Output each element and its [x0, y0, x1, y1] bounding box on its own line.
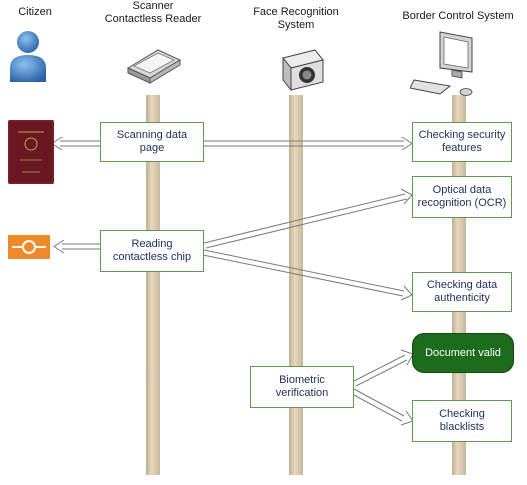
actor-label-scanner: Scanner Contactless Reader	[104, 0, 202, 25]
actor-label-border-control: Border Control System	[402, 10, 514, 22]
scanner-icon	[126, 44, 182, 89]
camera-icon	[277, 46, 325, 97]
arrow-bio-to-blacklists	[351, 388, 414, 426]
arrow-bio-to-valid	[353, 349, 414, 387]
arrow-scan-to-citizen	[51, 136, 100, 151]
step-scanning-data-page: Scanning data page	[100, 122, 204, 162]
arrow-read-to-authenticity	[202, 249, 413, 301]
computer-icon	[409, 30, 480, 103]
step-document-valid: Document valid	[412, 333, 514, 373]
lifeline-face	[289, 95, 303, 475]
arrow-scan-to-security	[204, 136, 413, 151]
arrow-read-to-chip	[53, 239, 100, 254]
lifeline-scanner	[146, 95, 160, 475]
passport-icon	[8, 120, 54, 189]
arrow-read-to-ocr	[203, 188, 413, 249]
person-icon	[8, 30, 48, 87]
step-checking-blacklists: Checking blacklists	[412, 400, 512, 442]
step-biometric-verification: Biometric verification	[250, 366, 354, 408]
contactless-chip-icon	[8, 235, 50, 264]
step-checking-security-features: Checking security features	[412, 122, 512, 162]
actor-label-face-recognition: Face Recognition System	[253, 6, 339, 31]
step-reading-contactless-chip: Reading contactless chip	[100, 230, 204, 272]
actor-label-citizen: Citizen	[18, 6, 52, 18]
step-checking-data-authenticity: Checking data authenticity	[412, 272, 512, 312]
step-optical-data-recognition: Optical data recognition (OCR)	[412, 176, 512, 218]
